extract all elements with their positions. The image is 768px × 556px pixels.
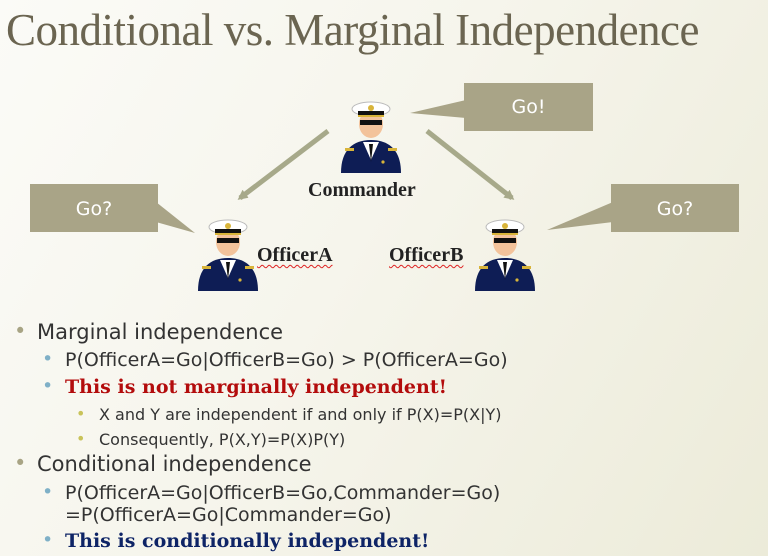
officer-b-icon [474, 219, 536, 292]
commander-label: Commander [308, 179, 416, 201]
bullet-dot: • [42, 529, 54, 551]
conditional-formula-line-2: =P(OfficerA=Go|Commander=Go) [65, 504, 392, 526]
arrow-commander-to-officer-b [425, 129, 515, 200]
callout-officer-b-text: Go? [656, 198, 694, 220]
officer-diagram [30, 83, 739, 292]
marginal-note-1: X and Y are independent if and only if P… [99, 405, 502, 424]
bullet-dot: • [76, 404, 86, 423]
bullet-dot: • [76, 429, 86, 448]
marginal-heading: Marginal independence [37, 320, 284, 344]
callout-commander [410, 83, 593, 131]
callout-officer-a-text: Go? [75, 198, 113, 220]
marginal-verdict: This is not marginally independent! [65, 376, 447, 398]
callout-officer-b [547, 184, 739, 232]
bullet-dot: • [42, 348, 54, 370]
conditional-formula-line-1: P(OfficerA=Go|OfficerB=Go,Commander=Go) [65, 482, 501, 504]
officer-b-label: OfficerB [389, 244, 464, 266]
bullet-dot: • [14, 451, 27, 475]
marginal-note-2: Consequently, P(X,Y)=P(X)P(Y) [99, 430, 346, 449]
bullet-dot: • [14, 319, 27, 343]
bullet-dot: • [42, 481, 54, 503]
bullet-dot: • [42, 375, 54, 397]
page-title: Conditional vs. Marginal Independence [6, 5, 700, 55]
officer-a-icon [197, 219, 259, 292]
officer-a-label: OfficerA [257, 244, 333, 266]
conditional-heading: Conditional independence [37, 452, 312, 476]
arrow-commander-to-officer-a [237, 129, 330, 200]
commander-icon [340, 101, 402, 174]
callout-officer-a [30, 184, 195, 233]
marginal-formula: P(OfficerA=Go|OfficerB=Go) > P(OfficerA=… [65, 349, 508, 371]
conditional-verdict: This is conditionally independent! [65, 530, 430, 552]
callout-commander-text: Go! [511, 96, 546, 118]
